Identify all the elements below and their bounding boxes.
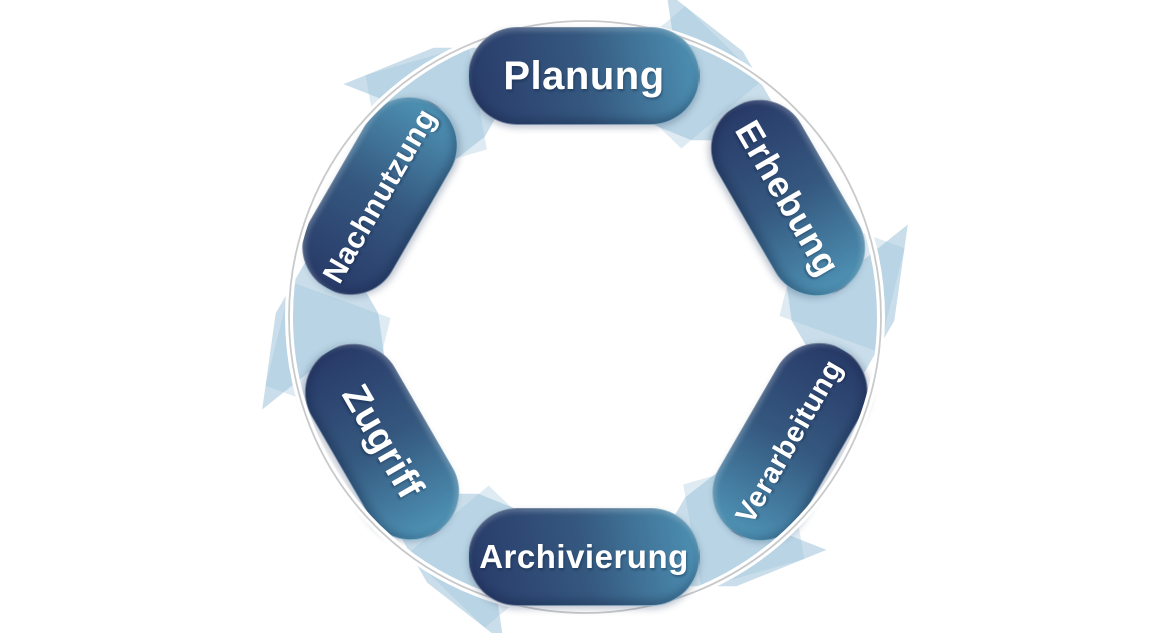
stage-label-zugriff: Zugriff (333, 377, 432, 506)
stage-pill-nachnutzung: Nachnutzung (284, 79, 476, 313)
stage-label-nachnutzung: Nachnutzung (316, 102, 443, 289)
stage-label-planung: Planung (503, 53, 665, 98)
stage-label-archivierung: Archivierung (479, 538, 689, 575)
stage-label-erhebung: Erhebung (727, 113, 850, 283)
stage-pill-erhebung: Erhebung (692, 81, 884, 315)
stage-pill-archivierung: Archivierung (468, 508, 700, 606)
stage-label-verarbeitung: Verarbeitung (729, 354, 850, 530)
stage-pill-planung: Planung (468, 27, 700, 125)
stage-pill-verarbeitung: Verarbeitung (694, 325, 886, 559)
stage-pill-zugriff: Zugriff (286, 325, 478, 559)
